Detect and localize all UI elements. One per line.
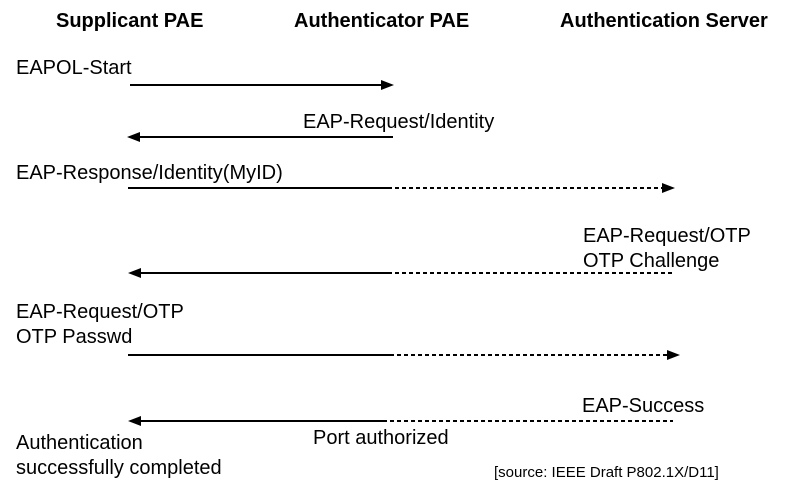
annotation-authentication-completed: Authentication successfully completed [16,432,222,479]
message-label-eapol-start: EAPOL-Start [16,57,132,79]
message-label-eap-request-otp-challenge: EAP-Request/OTP OTP Challenge [583,224,751,274]
arrow-line-dashed-eap-response-identity [388,187,662,189]
message-label-line2: OTP Passwd [16,326,133,348]
arrow-line-eapol-start [130,84,381,86]
arrow-line-dashed-eap-success [383,420,673,422]
message-label-line1: EAP-Request/OTP [583,225,751,247]
message-label-eap-otp-passwd: EAP-Request/OTP OTP Passwd [16,300,184,350]
lane-header-authenticator-pae: Authenticator PAE [294,10,470,32]
lane-header-authentication-server: Authentication Server [560,10,768,32]
arrow-line-dashed-eap-request-otp [388,272,673,274]
message-label-eap-request-identity: EAP-Request/Identity [303,111,495,133]
arrow-line-eap-request-identity [140,136,393,138]
arrow-line-solid-eap-response-identity [128,187,388,189]
arrow-line-dashed-eap-otp-passwd [390,354,667,356]
message-label-line1: EAP-Request/OTP [16,301,184,323]
arrowhead-left-icon [128,268,141,278]
message-label-eap-success: EAP-Success [582,395,705,417]
arrowhead-right-icon [381,80,394,90]
arrowhead-left-icon [128,416,141,426]
arrowhead-left-icon [127,132,140,142]
arrow-line-solid-eap-success [141,420,383,422]
source-citation: [source: IEEE Draft P802.1X/D11] [494,464,719,481]
arrow-line-solid-eap-request-otp [141,272,388,274]
arrowhead-right-icon [662,183,675,193]
annotation-port-authorized: Port authorized [313,427,449,449]
message-label-line2: OTP Challenge [583,250,720,272]
arrow-line-solid-eap-otp-passwd [128,354,390,356]
arrowhead-right-icon [667,350,680,360]
lane-header-supplicant-pae: Supplicant PAE [56,10,204,32]
message-label-eap-response-identity: EAP-Response/Identity(MyID) [16,162,283,184]
